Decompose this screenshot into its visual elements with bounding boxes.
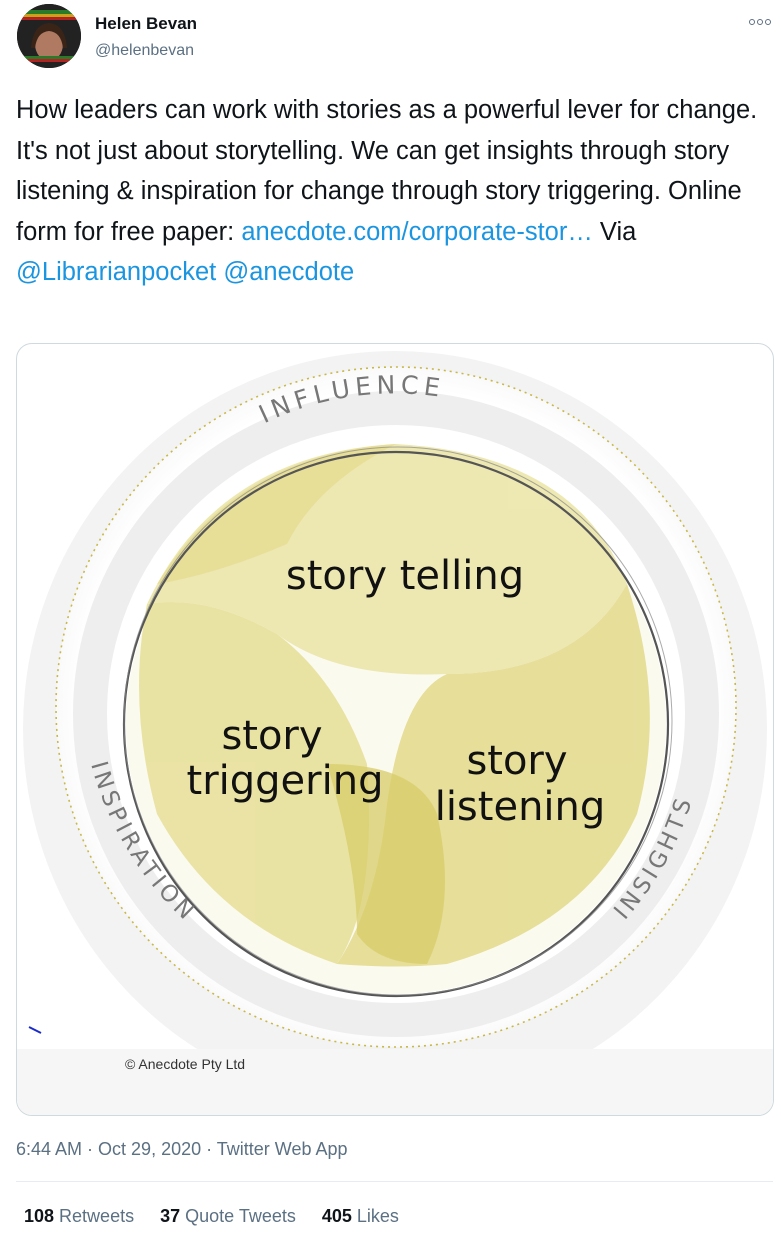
- tweet-stats: 108 Retweets 37 Quote Tweets 405 Likes: [24, 1204, 399, 1228]
- likes-label: Likes: [351, 1206, 399, 1226]
- avatar[interactable]: [17, 4, 81, 68]
- mention-anecdote[interactable]: @anecdote: [223, 258, 355, 286]
- author-handle[interactable]: @helenbevan: [95, 42, 194, 59]
- retweets-stat[interactable]: 108 Retweets: [24, 1204, 134, 1228]
- tweet-body: How leaders can work with stories as a p…: [16, 96, 758, 246]
- retweets-count: 108: [24, 1206, 55, 1226]
- quote-tweets-count: 37: [160, 1206, 181, 1226]
- quote-tweets-label: Quote Tweets: [180, 1206, 296, 1226]
- lobe-label-listening-1: story: [466, 738, 567, 784]
- lobe-label-storytelling: story telling: [286, 553, 524, 599]
- likes-stat[interactable]: 405 Likes: [322, 1204, 399, 1228]
- tweet-meta: 6:44 AM · Oct 29, 2020 · Twitter Web App: [16, 1137, 348, 1161]
- retweets-label: Retweets: [54, 1206, 135, 1226]
- tweet-time[interactable]: 6:44 AM: [16, 1139, 83, 1159]
- more-options-icon[interactable]: [749, 14, 771, 30]
- divider: [16, 1181, 773, 1182]
- tweet-header: Helen Bevan @helenbevan: [16, 4, 773, 74]
- lobe-label-listening-2: listening: [435, 784, 606, 830]
- lobe-label-triggering-1: story: [221, 713, 322, 759]
- lobe-label-triggering-2: triggering: [187, 758, 384, 804]
- tweet-text: How leaders can work with stories as a p…: [16, 90, 773, 293]
- tweet-source-app[interactable]: Twitter Web App: [216, 1139, 348, 1159]
- likes-count: 405: [321, 1206, 352, 1226]
- meta-separator: ·: [82, 1139, 99, 1159]
- author-name[interactable]: Helen Bevan: [95, 14, 198, 33]
- tweet-link[interactable]: anecdote.com/corporate-stor…: [241, 217, 593, 246]
- tweet-date[interactable]: Oct 29, 2020: [98, 1139, 202, 1159]
- quote-tweets-stat[interactable]: 37 Quote Tweets: [160, 1204, 296, 1228]
- mention-librarianpocket[interactable]: @Librarianpocket: [16, 258, 217, 286]
- copyright-text: © Anecdote Pty Ltd: [125, 1056, 245, 1072]
- tweet-image[interactable]: INFLUENCE INSPIRATION INSIGHTS story tel…: [16, 343, 774, 1116]
- meta-separator: ·: [201, 1139, 217, 1159]
- lobe-shapes: [139, 444, 650, 967]
- tweet-via: Via: [592, 217, 637, 246]
